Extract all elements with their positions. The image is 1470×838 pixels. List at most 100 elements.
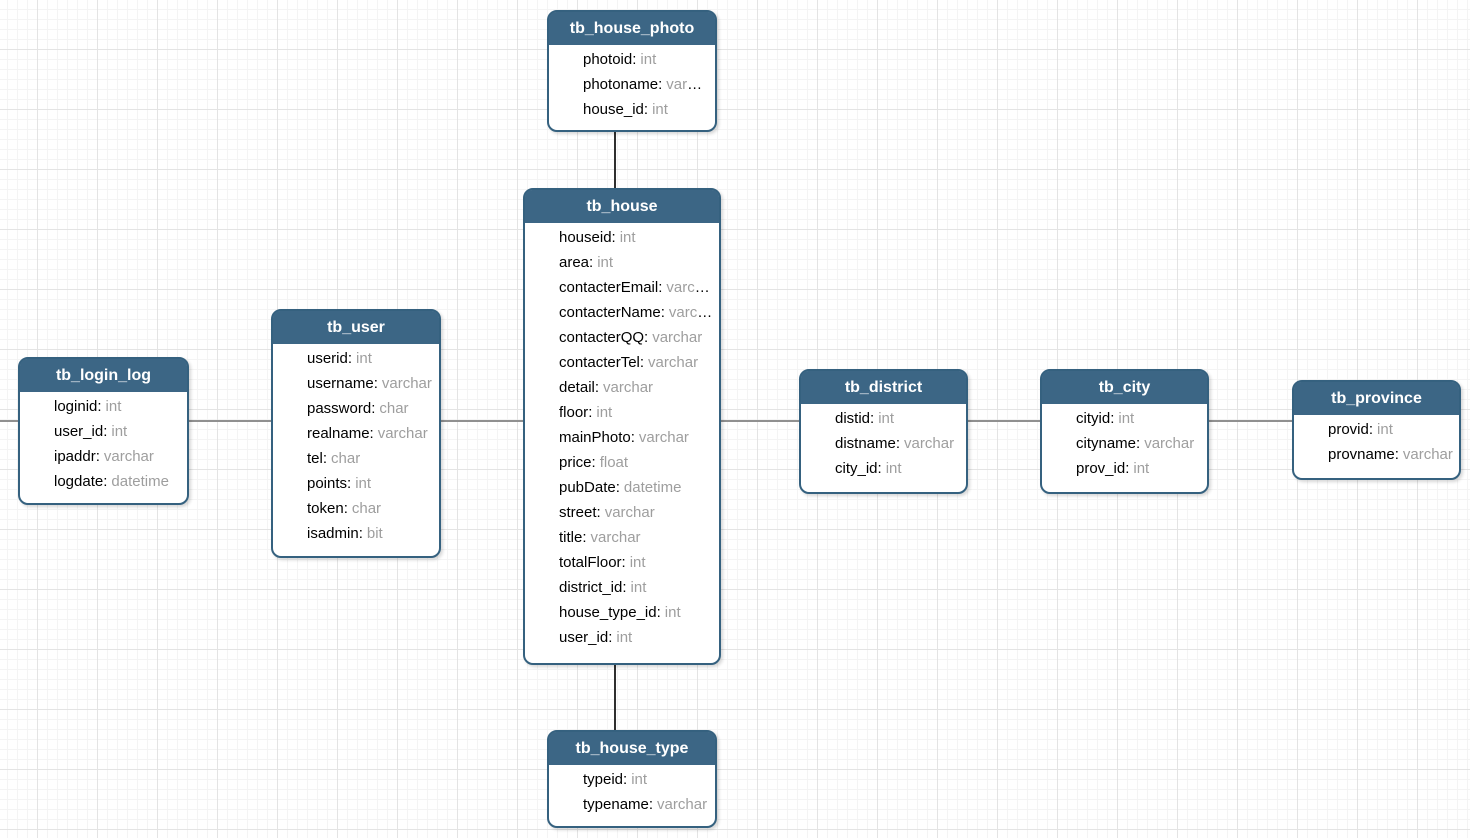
field-row[interactable]: contacterNamevarchar bbox=[559, 300, 713, 325]
table-tb_province[interactable]: tb_provinceprovidintprovnamevarchar bbox=[1292, 380, 1461, 480]
field-row[interactable]: providint bbox=[1328, 417, 1453, 442]
field-row[interactable]: prov_idint bbox=[1076, 456, 1201, 481]
connector-left-edge-to-login_log[interactable] bbox=[0, 420, 20, 422]
table-tb_house_photo[interactable]: tb_house_photophotoidintphotonamevarc…ho… bbox=[547, 10, 717, 132]
field-type: varchar bbox=[657, 796, 708, 813]
field-row[interactable]: mainPhotovarchar bbox=[559, 425, 713, 450]
table-title[interactable]: tb_login_log bbox=[20, 359, 187, 392]
table-field-list: cityidintcitynamevarcharprov_idint bbox=[1042, 404, 1207, 481]
table-tb_user[interactable]: tb_useruseridintusernamevarcharpasswordc… bbox=[271, 309, 441, 558]
field-row[interactable]: detailvarchar bbox=[559, 375, 713, 400]
field-name: tel bbox=[307, 450, 327, 467]
field-row[interactable]: house_type_idint bbox=[559, 600, 713, 625]
field-row[interactable]: floorint bbox=[559, 400, 713, 425]
table-title[interactable]: tb_house_type bbox=[549, 732, 715, 765]
field-name: contacterName bbox=[559, 304, 665, 321]
field-type: int bbox=[631, 771, 648, 788]
field-type: int bbox=[111, 423, 128, 440]
field-row[interactable]: streetvarchar bbox=[559, 500, 713, 525]
field-row[interactable]: city_idint bbox=[835, 456, 960, 481]
field-row[interactable]: distnamevarchar bbox=[835, 431, 960, 456]
field-row[interactable]: telchar bbox=[307, 446, 433, 471]
field-row[interactable]: pricefloat bbox=[559, 450, 713, 475]
connector-house-to-district[interactable] bbox=[720, 420, 800, 422]
connector-user-to-house[interactable] bbox=[440, 420, 524, 422]
field-name: typeid bbox=[583, 771, 627, 788]
table-tb_district[interactable]: tb_districtdistidintdistnamevarcharcity_… bbox=[799, 369, 968, 494]
table-tb_house_type[interactable]: tb_house_typetypeidinttypenamevarchar bbox=[547, 730, 717, 828]
field-type: char bbox=[331, 450, 361, 467]
field-row[interactable]: passwordchar bbox=[307, 396, 433, 421]
field-type: int bbox=[885, 460, 902, 477]
field-row[interactable]: isadminbit bbox=[307, 521, 433, 546]
field-row[interactable]: loginidint bbox=[54, 394, 181, 419]
field-type: varchar bbox=[904, 435, 955, 452]
connector-district-to-city[interactable] bbox=[967, 420, 1041, 422]
field-row[interactable]: cityidint bbox=[1076, 406, 1201, 431]
table-tb_city[interactable]: tb_citycityidintcitynamevarcharprov_idin… bbox=[1040, 369, 1209, 494]
field-name: price bbox=[559, 454, 596, 471]
field-row[interactable]: user_idint bbox=[54, 419, 181, 444]
field-type: int bbox=[356, 350, 372, 367]
field-type: float bbox=[599, 454, 629, 471]
field-row[interactable]: provnamevarchar bbox=[1328, 442, 1453, 467]
field-name: isadmin bbox=[307, 525, 363, 542]
field-row[interactable]: user_idint bbox=[559, 625, 713, 650]
field-type: varchar bbox=[652, 329, 703, 346]
field-row[interactable]: totalFloorint bbox=[559, 550, 713, 575]
table-title[interactable]: tb_house_photo bbox=[549, 12, 715, 45]
field-row[interactable]: contacterTelvarchar bbox=[559, 350, 713, 375]
field-row[interactable]: houseidint bbox=[559, 225, 713, 250]
field-row[interactable]: contacterEmailvarchar bbox=[559, 275, 713, 300]
field-row[interactable]: photoidint bbox=[583, 47, 709, 72]
field-row[interactable]: areaint bbox=[559, 250, 713, 275]
field-row[interactable]: titlevarchar bbox=[559, 525, 713, 550]
field-row[interactable]: contacterQQvarchar bbox=[559, 325, 713, 350]
field-type: varchar bbox=[666, 279, 713, 296]
field-name: mainPhoto bbox=[559, 429, 635, 446]
field-type: datetime bbox=[623, 479, 682, 496]
field-name: loginid bbox=[54, 398, 102, 415]
table-title[interactable]: tb_city bbox=[1042, 371, 1207, 404]
field-row[interactable]: useridint bbox=[307, 346, 433, 371]
field-name: typename bbox=[583, 796, 653, 813]
field-name: ipaddr bbox=[54, 448, 100, 465]
table-title[interactable]: tb_house bbox=[525, 190, 719, 223]
field-row[interactable]: logdatedatetime bbox=[54, 469, 181, 494]
connector-house-to-house_type[interactable] bbox=[614, 664, 616, 731]
field-row[interactable]: realnamevarchar bbox=[307, 421, 433, 446]
table-field-list: providintprovnamevarchar bbox=[1294, 415, 1459, 467]
field-name: photoname bbox=[583, 76, 662, 93]
field-row[interactable]: photonamevarc… bbox=[583, 72, 709, 97]
field-name: realname bbox=[307, 425, 374, 442]
field-row[interactable]: pointsint bbox=[307, 471, 433, 496]
table-title[interactable]: tb_province bbox=[1294, 382, 1459, 415]
connector-city-to-province[interactable] bbox=[1208, 420, 1293, 422]
field-type: varc… bbox=[666, 76, 709, 93]
connector-house_photo-to-house[interactable] bbox=[614, 131, 616, 190]
table-field-list: houseidintareaintcontacterEmailvarcharco… bbox=[525, 223, 719, 650]
table-field-list: useridintusernamevarcharpasswordcharreal… bbox=[273, 344, 439, 546]
field-type: int bbox=[629, 554, 646, 571]
field-row[interactable]: house_idint bbox=[583, 97, 709, 122]
field-row[interactable]: typenamevarchar bbox=[583, 792, 709, 817]
field-row[interactable]: usernamevarchar bbox=[307, 371, 433, 396]
field-type: varchar bbox=[648, 354, 699, 371]
table-title[interactable]: tb_district bbox=[801, 371, 966, 404]
connector-login_log-to-user[interactable] bbox=[188, 420, 272, 422]
field-row[interactable]: citynamevarchar bbox=[1076, 431, 1201, 456]
field-row[interactable]: distidint bbox=[835, 406, 960, 431]
field-name: username bbox=[307, 375, 378, 392]
field-row[interactable]: district_idint bbox=[559, 575, 713, 600]
field-name: house_type_id bbox=[559, 604, 661, 621]
field-name: floor bbox=[559, 404, 592, 421]
field-type: varchar bbox=[1402, 446, 1453, 463]
field-row[interactable]: pubDatedatetime bbox=[559, 475, 713, 500]
field-row[interactable]: tokenchar bbox=[307, 496, 433, 521]
table-title[interactable]: tb_user bbox=[273, 311, 439, 344]
table-tb_login_log[interactable]: tb_login_logloginidintuser_idintipaddrva… bbox=[18, 357, 189, 505]
field-row[interactable]: ipaddrvarchar bbox=[54, 444, 181, 469]
field-row[interactable]: typeidint bbox=[583, 767, 709, 792]
table-tb_house[interactable]: tb_househouseidintareaintcontacterEmailv… bbox=[523, 188, 721, 665]
